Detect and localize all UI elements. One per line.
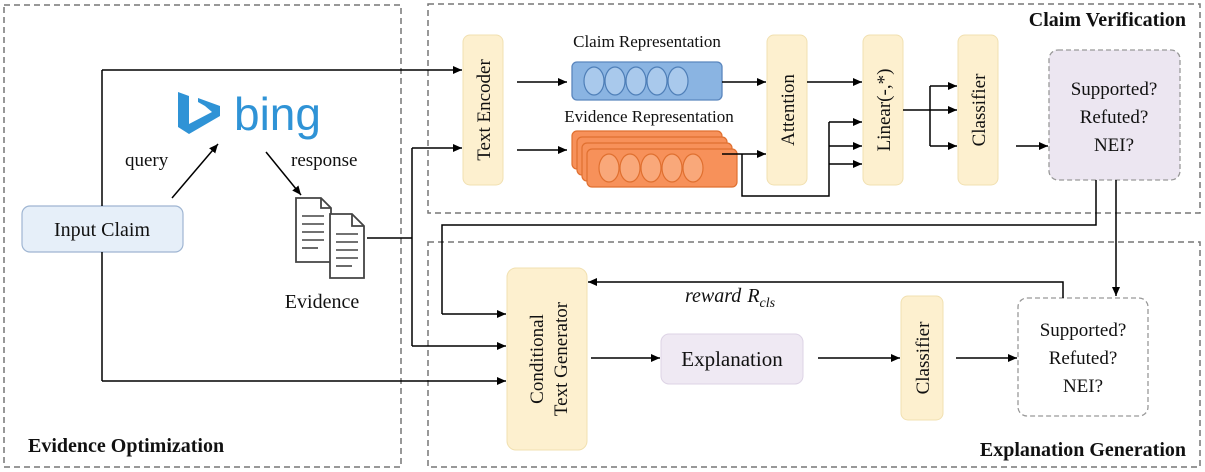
claim-representation-cells [583, 66, 689, 96]
evidence-representation-label: Evidence Representation [564, 107, 734, 126]
conditional-text-generator-label-1: Conditional [527, 314, 548, 404]
verification-output-supported: Supported? [1071, 79, 1158, 100]
attention-label: Attention [778, 74, 799, 146]
explanation-output-nei: NEI? [1063, 376, 1103, 397]
classifier-box-verification [957, 34, 999, 186]
claim-representation-label: Claim Representation [573, 32, 721, 51]
explanation-output-supported: Supported? [1040, 320, 1127, 341]
evidence-optimization-title: Evidence Optimization [28, 435, 224, 457]
classifier-label-verification: Classifier [969, 73, 990, 146]
response-label: response [291, 150, 357, 171]
classifier-box-explanation [900, 295, 944, 421]
linear-label: Linear(-,*) [874, 69, 895, 152]
reward-subscript: cls [760, 296, 776, 311]
reward-prefix: reward [685, 285, 742, 307]
explanation-output-refuted: Refuted? [1049, 348, 1118, 369]
verification-output-refuted: Refuted? [1080, 107, 1149, 128]
attention-box [766, 34, 808, 186]
connectors [101, 66, 1120, 385]
text-encoder-box [462, 34, 504, 186]
explanation-label: Explanation [681, 347, 783, 371]
claim-verification-frame [427, 3, 1201, 214]
explanation-box [660, 333, 804, 385]
classifier-label-explanation: Classifier [913, 321, 934, 394]
input-claim-label: Input Claim [54, 219, 151, 241]
evidence-label: Evidence [285, 291, 360, 313]
query-label: query [125, 150, 169, 171]
verification-output-nei: NEI? [1094, 135, 1134, 156]
conditional-text-generator-box [506, 267, 588, 451]
explanation-generation-title: Explanation Generation [980, 439, 1186, 461]
conditional-text-generator-label-2: Text Generator [551, 301, 572, 416]
verification-output-box [1048, 49, 1181, 181]
bing-logo-icon [178, 92, 220, 134]
claim-verification-title: Claim Verification [1029, 9, 1186, 31]
document-icon [295, 197, 365, 279]
text-encoder-label: Text Encoder [474, 59, 495, 161]
explanation-output-box [1017, 297, 1149, 417]
reward-symbol: R [746, 285, 759, 307]
explanation-generation-frame [427, 241, 1201, 468]
search-engine-label: bing [234, 88, 321, 140]
evidence-representation-stack [571, 130, 738, 188]
